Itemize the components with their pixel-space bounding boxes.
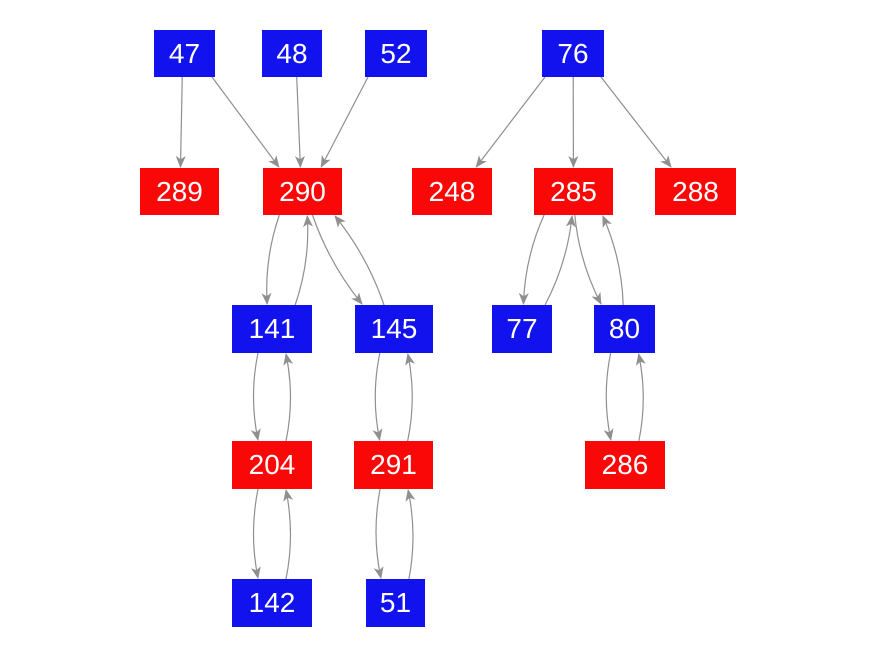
edge-290-145 — [311, 214, 363, 305]
edge-47-289 — [175, 76, 186, 168]
edge-145-290 — [334, 215, 385, 306]
edge-48-290 — [294, 76, 305, 168]
node-48: 48 — [262, 30, 322, 77]
edge-52-290 — [320, 76, 369, 168]
edge-141-290 — [294, 215, 314, 306]
edge-285-80 — [574, 214, 602, 305]
node-51: 51 — [366, 579, 425, 627]
node-248: 248 — [412, 168, 492, 215]
edge-204-142 — [250, 488, 261, 579]
node-142: 142 — [232, 579, 312, 627]
edge-291-51 — [373, 488, 384, 579]
node-291: 291 — [354, 441, 433, 489]
node-52: 52 — [365, 30, 427, 77]
edge-group — [175, 76, 672, 580]
node-80: 80 — [594, 305, 655, 353]
edge-204-141 — [283, 353, 294, 442]
node-77: 77 — [492, 305, 552, 353]
edge-290-141 — [261, 214, 280, 305]
node-290: 290 — [263, 168, 342, 215]
edge-286-80 — [636, 353, 646, 442]
node-76: 76 — [542, 30, 604, 77]
node-47: 47 — [154, 30, 215, 77]
edge-291-145 — [405, 353, 415, 442]
edge-141-204 — [250, 352, 261, 441]
node-285: 285 — [534, 168, 613, 215]
node-141: 141 — [232, 305, 312, 353]
node-286: 286 — [585, 441, 665, 489]
edge-80-285 — [602, 215, 624, 306]
node-289: 289 — [140, 168, 219, 215]
edge-285-77 — [518, 214, 545, 305]
edge-145-291 — [372, 352, 383, 441]
node-288: 288 — [655, 168, 736, 215]
edge-77-285 — [544, 215, 576, 306]
edge-76-248 — [475, 76, 546, 168]
edge-51-291 — [405, 489, 416, 580]
node-145: 145 — [355, 305, 433, 353]
edge-47-290 — [211, 76, 280, 168]
edge-142-204 — [283, 489, 294, 580]
edge-80-286 — [603, 352, 614, 441]
node-204: 204 — [232, 441, 312, 489]
edge-76-288 — [600, 76, 672, 168]
